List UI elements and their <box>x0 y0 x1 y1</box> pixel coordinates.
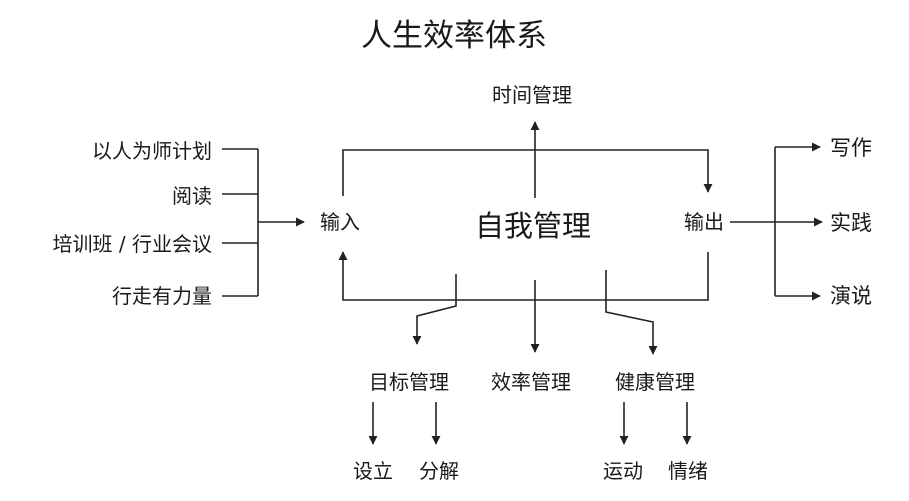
input-source-training: 培训班 / 行业会议 <box>53 232 212 256</box>
output-speaking: 演说 <box>830 284 872 308</box>
health-management-node: 健康管理 <box>615 370 695 394</box>
output-node: 输出 <box>684 210 724 234</box>
loop-output-to-input <box>338 251 709 301</box>
diagram-title: 人生效率体系 <box>361 18 547 54</box>
output-writing: 写作 <box>830 136 872 160</box>
loop-input-to-output <box>342 149 713 196</box>
goal-child-setup: 设立 <box>353 459 393 483</box>
health-child-emotion: 情绪 <box>668 459 708 483</box>
input-node: 输入 <box>320 210 360 234</box>
arrow-to-goal-management <box>412 274 457 345</box>
efficiency-management-node: 效率管理 <box>491 370 571 394</box>
health-child-exercise: 运动 <box>603 459 643 483</box>
input-source-reading: 阅读 <box>172 184 212 208</box>
input-source-travel: 行走有力量 <box>112 284 212 308</box>
time-management-node: 时间管理 <box>492 83 572 107</box>
goal-child-decompose: 分解 <box>419 459 459 483</box>
goal-management-node: 目标管理 <box>369 370 449 394</box>
output-practice: 实践 <box>830 211 872 235</box>
center-node: 自我管理 <box>475 209 591 243</box>
input-bracket <box>222 148 259 297</box>
arrow-to-health-management <box>605 270 658 355</box>
input-source-mentor: 以人为师计划 <box>92 139 212 163</box>
